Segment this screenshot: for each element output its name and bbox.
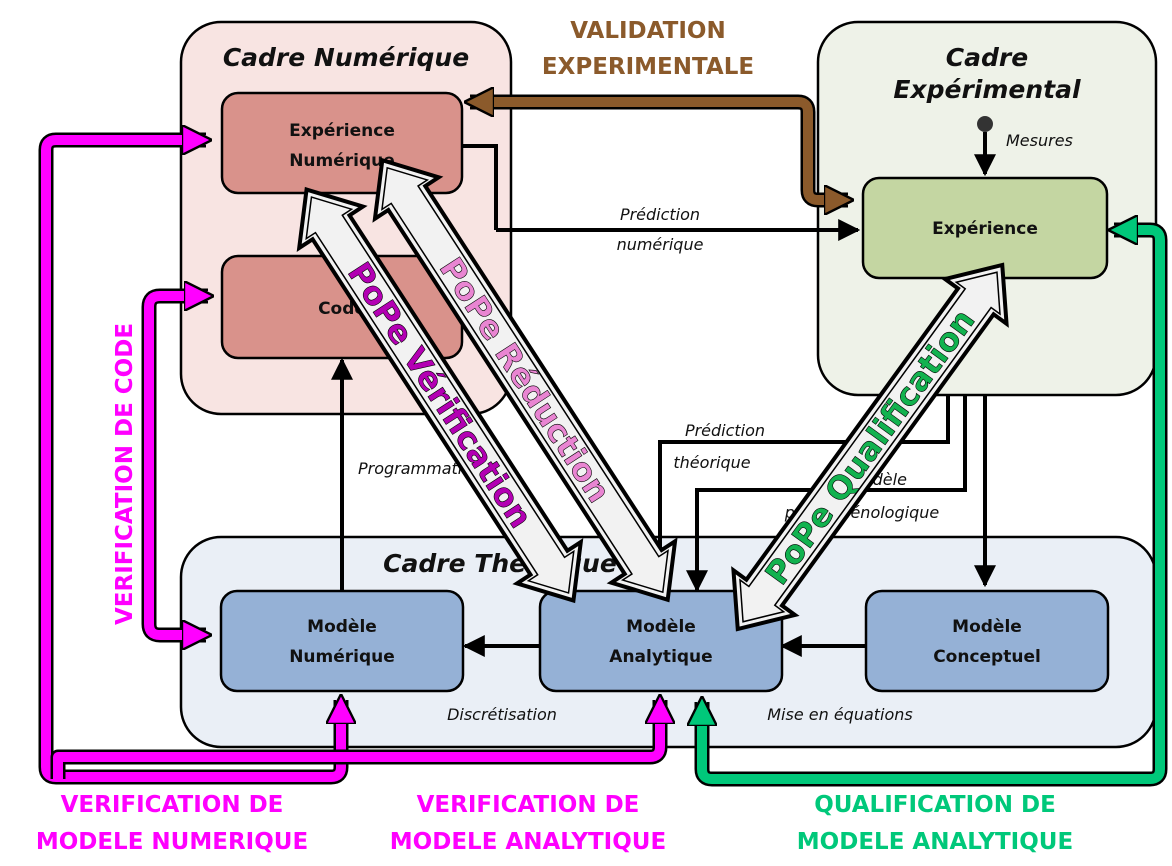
programmation-label: Programmation [358,459,482,478]
box-experience: Expérience [861,176,1109,280]
svg-text:Conceptuel: Conceptuel [933,647,1041,667]
discretisation-label: Discrétisation [447,705,557,724]
qualification-modele-analytique-loop [702,230,1168,787]
prediction-theorique-label-1: Prédiction [685,421,765,440]
frame-theorique-title: Cadre Théorique [383,549,617,578]
prediction-theorique-label-2: théorique [673,453,750,472]
mesures-label: Mesures [1006,131,1073,150]
frame-experimental-title-line1: Cadre [946,43,1028,72]
verif-num-label-line2: MODELE NUMERIQUE [36,829,308,855]
verif-num-label-line1: VERIFICATION DE [61,792,284,818]
verif-ana-label-line1: VERIFICATION DE [417,792,640,818]
svg-text:Modèle: Modèle [307,617,377,637]
mesures-sensor-icon [977,116,993,132]
svg-text:Analytique: Analytique [609,647,712,667]
validation-label-line1: VALIDATION [570,18,725,44]
verification-code-loop [141,296,208,635]
box-modele-conceptuel: Modèle Conceptuel [864,589,1110,693]
validation-experimentale-arrow [470,102,848,200]
svg-text:Expérience: Expérience [289,121,395,141]
frame-numerique-title: Cadre Numérique [223,43,469,72]
frame-experimental-title-line2: Expérimental [893,75,1081,104]
prediction-numerique-label-1: Prédiction [620,205,700,224]
mise-en-equations-label: Mise en équations [767,705,913,724]
prediction-numerique-label-2: numérique [617,235,704,254]
verification-code-label: VERIFICATION DE CODE [112,323,138,625]
qualif-label-line2: MODELE ANALYTIQUE [797,829,1073,855]
verification-modele-numerique-loop [38,140,341,785]
svg-text:Numérique: Numérique [289,647,395,667]
verif-ana-label-line2: MODELE ANALYTIQUE [390,829,666,855]
validation-label-line2: EXPERIMENTALE [542,54,754,80]
verification-modele-analytique-loop [50,700,660,779]
svg-text:Expérience: Expérience [932,219,1038,239]
box-modele-numerique: Modèle Numérique [219,589,465,693]
svg-text:Modèle: Modèle [952,617,1022,637]
qualif-label-line1: QUALIFICATION DE [814,792,1056,818]
svg-text:Modèle: Modèle [626,617,696,637]
svg-text:Numérique: Numérique [289,151,395,171]
